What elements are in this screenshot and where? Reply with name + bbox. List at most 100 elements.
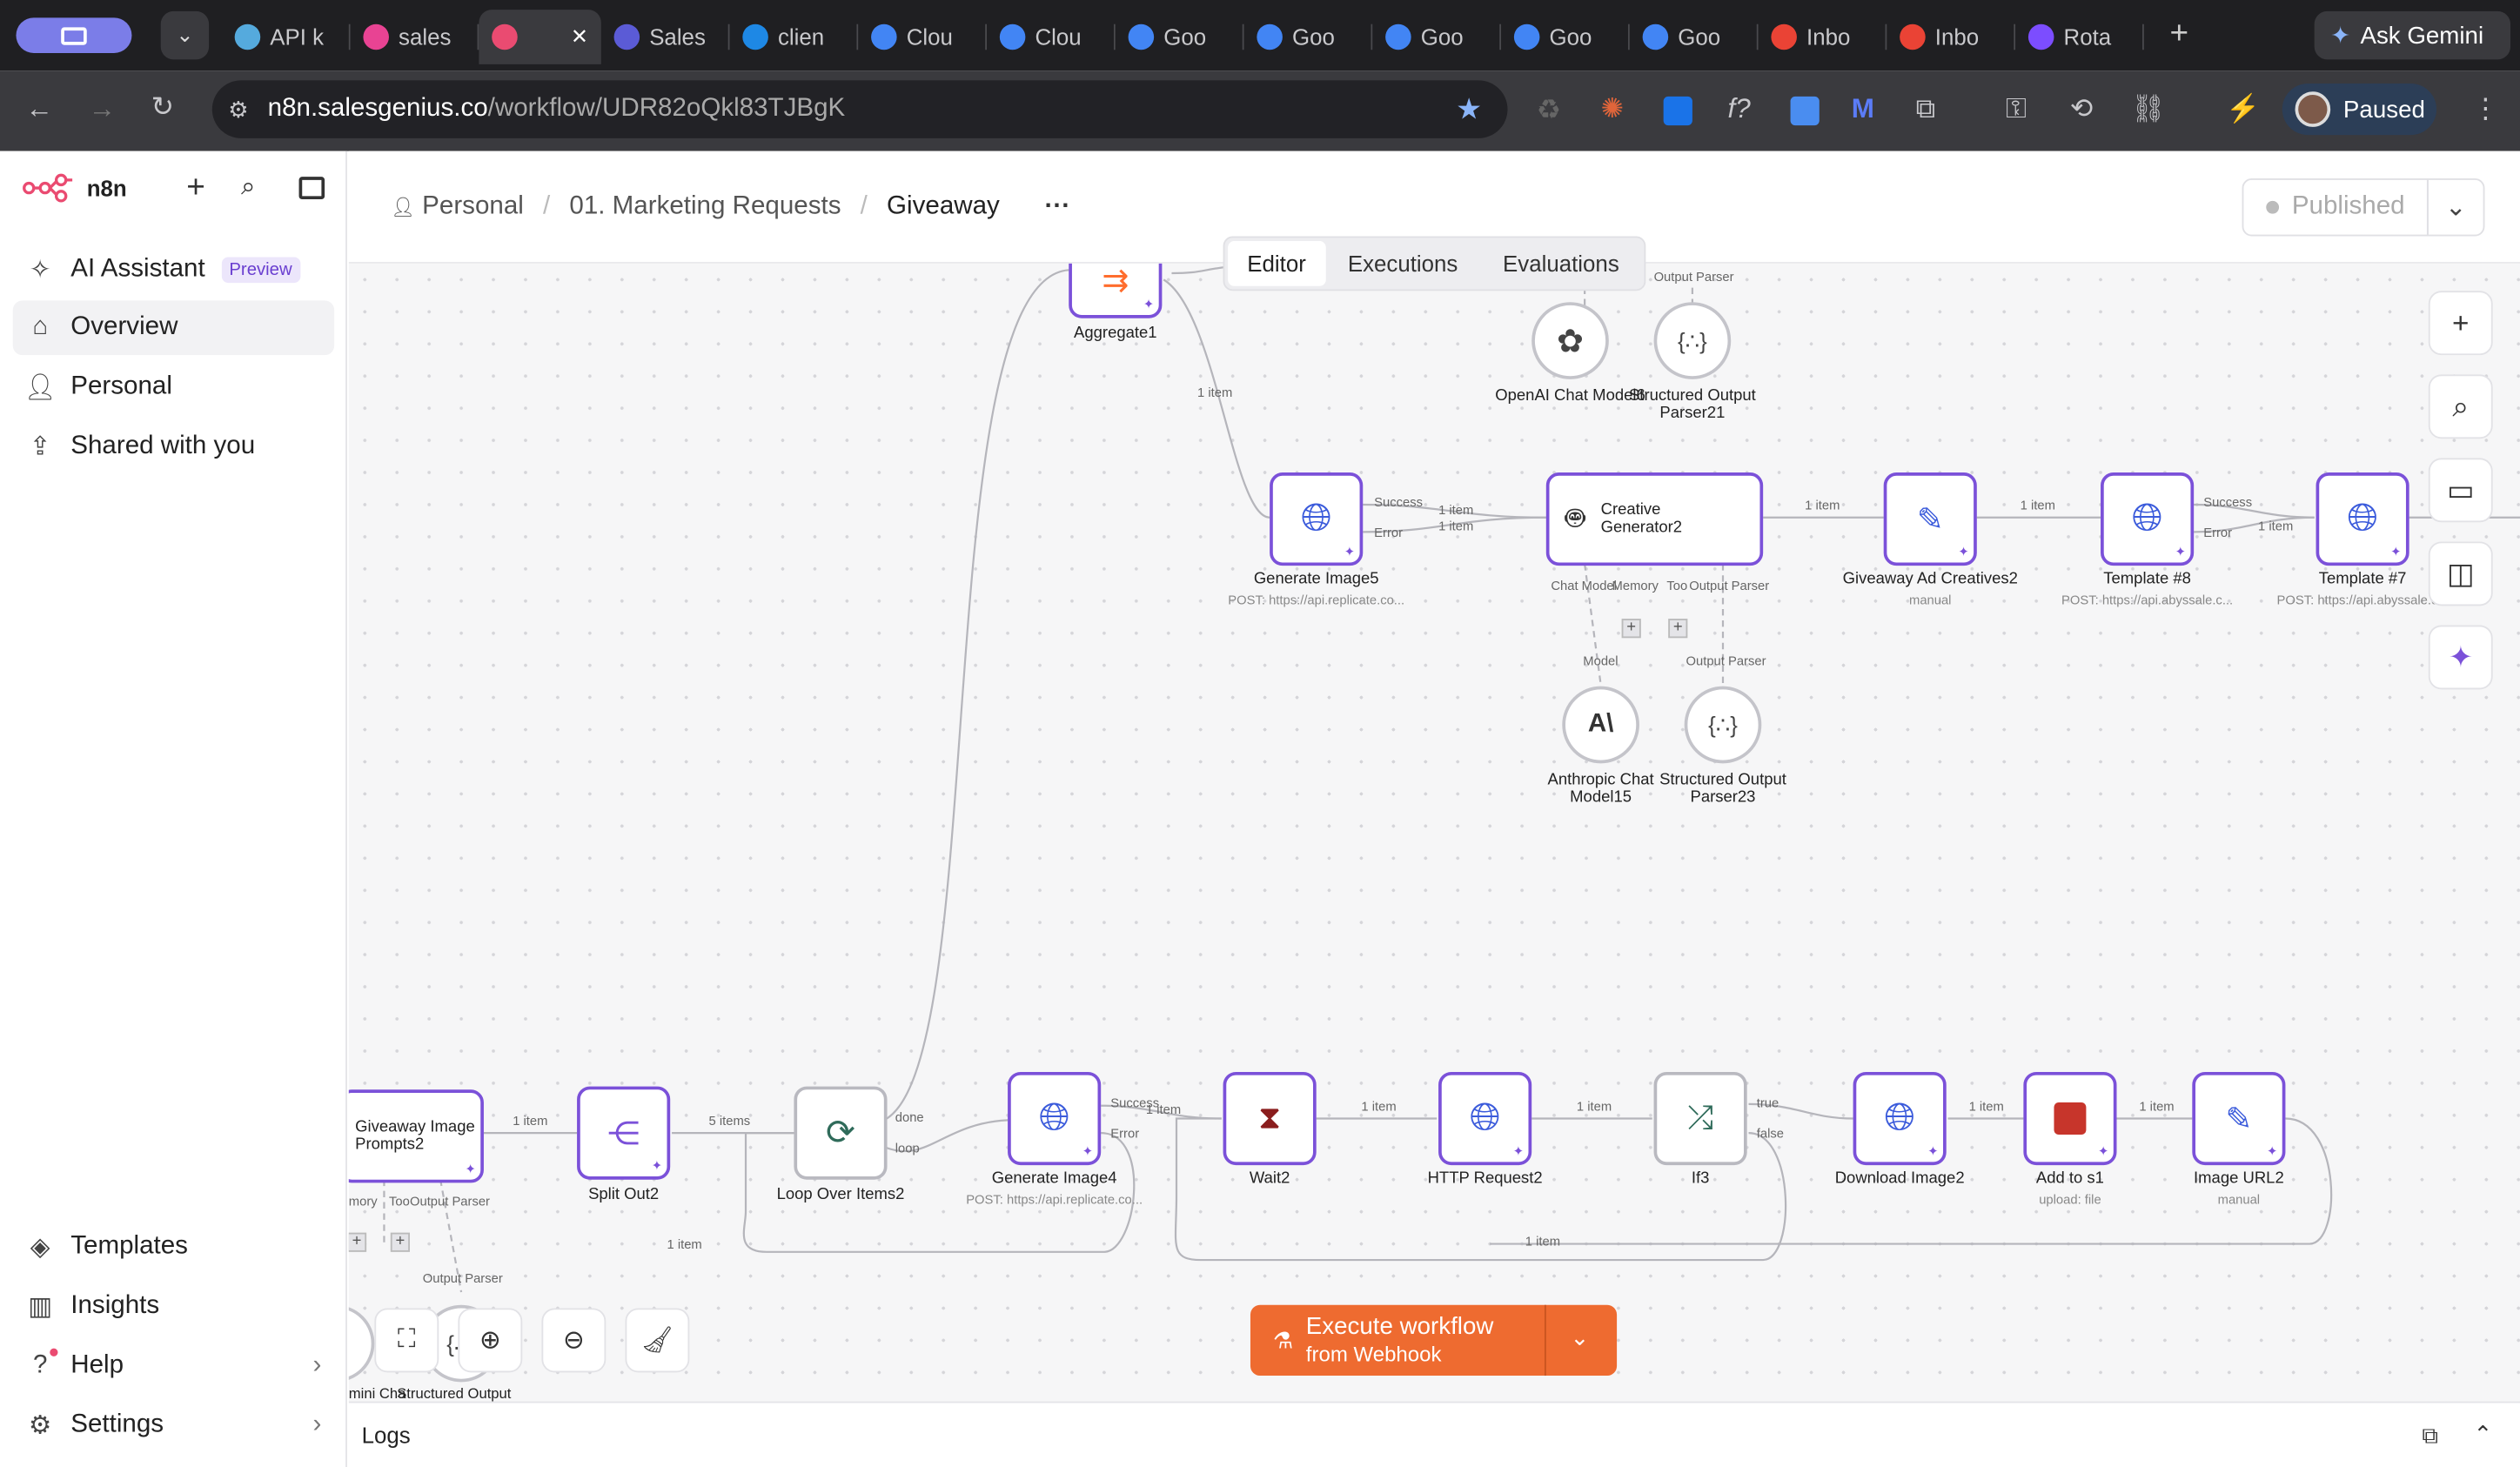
sticky-note-button[interactable]: ▭ <box>2428 458 2493 523</box>
node-add-to-s1[interactable]: ✦ <box>2023 1071 2117 1166</box>
close-tab-icon[interactable]: ✕ <box>570 23 589 49</box>
execute-dropdown-icon[interactable]: ⌄ <box>1570 1323 1590 1350</box>
browser-tab[interactable]: clien <box>730 10 859 64</box>
node-loop-over-items[interactable]: ⟳ <box>794 1086 888 1180</box>
browser-tab[interactable]: sales <box>351 10 479 64</box>
workflow-canvas[interactable]: ⇉✦ Aggregate1 ✿ OpenAI Chat Model6 {∴} S… <box>348 263 2520 1402</box>
tidy-up-button[interactable]: 🧹︎ <box>625 1308 690 1373</box>
workflow-name[interactable]: Giveaway <box>887 192 1000 221</box>
bookmark-star-icon[interactable]: ★ <box>1456 93 1482 126</box>
browser-tab[interactable]: Goo <box>1372 10 1502 64</box>
breadcrumb-personal[interactable]: 👤︎ Personal <box>391 193 524 222</box>
node-http-request[interactable]: 🌐︎✦ <box>1438 1071 1532 1166</box>
extensions-puzzle-icon[interactable]: ⧉ <box>1915 93 1936 124</box>
add-node-button[interactable]: + <box>2428 291 2493 356</box>
browser-tab[interactable]: Inbo <box>1887 10 2016 64</box>
profile-button[interactable]: Paused <box>2282 84 2437 136</box>
browser-tab[interactable]: Sales <box>601 10 730 64</box>
node-download-image[interactable]: 🌐︎✦ <box>1853 1071 1947 1166</box>
browser-tab[interactable]: Rota <box>2015 10 2144 64</box>
ai-assistant-item[interactable]: ✧ AI Assistant Preview <box>13 243 334 298</box>
sidebar-item-personal[interactable]: 👤︎ Personal <box>13 360 334 415</box>
browser-tab[interactable]: API k <box>222 10 351 64</box>
node-generate-image4[interactable]: 🌐︎✦ <box>1008 1071 1102 1166</box>
ask-gemini-button[interactable]: ✦ Ask Gemini <box>2314 10 2511 60</box>
browser-tab[interactable]: Goo <box>1630 10 1759 64</box>
tab-evaluations[interactable]: Evaluations <box>1503 251 1619 277</box>
browser-tab[interactable]: Goo <box>1244 10 1373 64</box>
browser-tab[interactable]: Goo <box>1116 10 1244 64</box>
node-structured-output-parser21[interactable]: {∴} <box>1653 302 1732 379</box>
link-icon[interactable]: ⛓ <box>2131 93 2167 124</box>
toggle-panel-button[interactable]: ◫ <box>2428 541 2493 606</box>
tab-executions[interactable]: Executions <box>1347 251 1458 277</box>
sidebar-item-shared[interactable]: ⇪ Shared with you <box>13 419 334 474</box>
tab-group-chip[interactable] <box>16 17 132 53</box>
node-anthropic-chat-model[interactable]: A\ <box>1562 686 1639 764</box>
new-tab-button[interactable]: + <box>2169 16 2189 52</box>
password-key-icon[interactable]: ⚿ <box>2006 93 2027 124</box>
extension-recycle-icon[interactable]: ♻ <box>1536 94 1561 126</box>
sidebar-item-insights[interactable]: ▥ Insights <box>13 1279 334 1334</box>
open-logs-icon[interactable]: ⧉ <box>2422 1422 2438 1449</box>
browser-menu-icon[interactable]: ⋮ <box>2471 93 2500 124</box>
add-tool-button[interactable]: + <box>390 1232 410 1252</box>
extension-m-icon[interactable]: M <box>1851 93 1874 124</box>
address-bar[interactable]: ⚙ n8n.salesgenius.co/workflow/UDR82oQkl8… <box>211 80 1508 138</box>
tab-editor[interactable]: Editor <box>1228 241 1325 286</box>
zoom-out-button[interactable]: ⊖ <box>541 1308 607 1373</box>
node-aggregate[interactable]: ⇉✦ <box>1069 263 1163 318</box>
browser-tab[interactable]: Goo <box>1501 10 1630 64</box>
back-icon[interactable]: ← <box>25 93 53 124</box>
site-settings-icon[interactable]: ⚙ <box>228 95 249 122</box>
zoom-in-button[interactable]: ⊕ <box>458 1308 523 1373</box>
ai-button[interactable]: ✦ <box>2428 625 2493 690</box>
sidebar-item-templates[interactable]: ◈ Templates <box>13 1220 334 1275</box>
browser-tab[interactable]: Clou <box>858 10 988 64</box>
node-generate-image5[interactable]: 🌐︎✦ <box>1270 472 1364 566</box>
n8n-logo[interactable]: n8n <box>23 173 127 203</box>
loop-icon: ⟳ <box>825 1112 856 1153</box>
search-nodes-button[interactable]: ⌕ <box>2428 374 2493 439</box>
add-memory-button[interactable]: + <box>348 1232 367 1252</box>
breadcrumb-folder[interactable]: 01. Marketing Requests <box>569 192 841 221</box>
node-image-url[interactable]: ✎✦ <box>2192 1071 2286 1166</box>
sidebar-item-help[interactable]: ? Help › <box>13 1339 334 1394</box>
collapse-sidebar-icon[interactable] <box>298 177 325 200</box>
forward-icon[interactable]: → <box>88 93 116 124</box>
node-openai-chat-model[interactable]: ✿ <box>1531 302 1609 379</box>
tab-search-dropdown[interactable]: ⌄ <box>160 10 210 60</box>
add-icon[interactable]: + <box>186 170 205 206</box>
node-giveaway-ad-creatives[interactable]: ✎✦ <box>1883 472 1977 566</box>
node-if3[interactable]: ⤮ <box>1653 1071 1747 1166</box>
performance-icon[interactable]: ⚡ <box>2226 93 2261 124</box>
node-giveaway-image-prompts[interactable]: Giveaway Image Prompts2✦ <box>348 1089 484 1183</box>
sidebar-item-settings[interactable]: ⚙ Settings › <box>13 1398 334 1453</box>
reload-icon[interactable]: ↻ <box>151 91 174 123</box>
extension-download-icon[interactable] <box>1790 96 1820 126</box>
add-memory-button[interactable]: + <box>1621 619 1641 639</box>
node-split-out[interactable]: ⋲✦ <box>577 1086 671 1180</box>
logs-panel[interactable]: Logs ⧉ ⌃ <box>348 1401 2520 1467</box>
extension-blue-icon[interactable] <box>1663 96 1692 126</box>
add-tool-button[interactable]: + <box>1668 619 1688 639</box>
search-icon[interactable]: ⌕ <box>241 173 256 201</box>
extension-claude-icon[interactable]: ✺ <box>1600 93 1624 124</box>
publish-status-button[interactable]: Published <box>2242 178 2429 237</box>
node-creative-generator[interactable]: 🤖︎ Creative Generator2 <box>1545 472 1764 566</box>
browser-tab[interactable]: Inbo <box>1759 10 1887 64</box>
node-wait[interactable]: ⧗ <box>1223 1071 1317 1166</box>
node-template-7[interactable]: 🌐︎✦ <box>2316 472 2409 566</box>
node-structured-output-parser23[interactable]: {∴} <box>1684 686 1762 764</box>
browser-tab[interactable]: Clou <box>987 10 1116 64</box>
node-template-8[interactable]: 🌐︎✦ <box>2101 472 2195 566</box>
browser-tab-active[interactable]: ✕ <box>479 10 601 64</box>
chevron-up-icon[interactable]: ⌃ <box>2473 1420 2493 1447</box>
execute-workflow-button[interactable]: ⚗ Execute workflow from Webhook ⌄ <box>1250 1304 1618 1377</box>
fit-view-button[interactable]: ⛶ <box>374 1308 439 1373</box>
history-icon[interactable]: ⟲ <box>2069 93 2094 124</box>
extension-fx-icon[interactable]: f? <box>1727 93 1751 124</box>
publish-dropdown[interactable]: ⌄ <box>2426 178 2485 237</box>
more-options-icon[interactable]: ··· <box>1044 192 1071 221</box>
sidebar-item-overview[interactable]: ⌂ Overview <box>12 300 335 356</box>
